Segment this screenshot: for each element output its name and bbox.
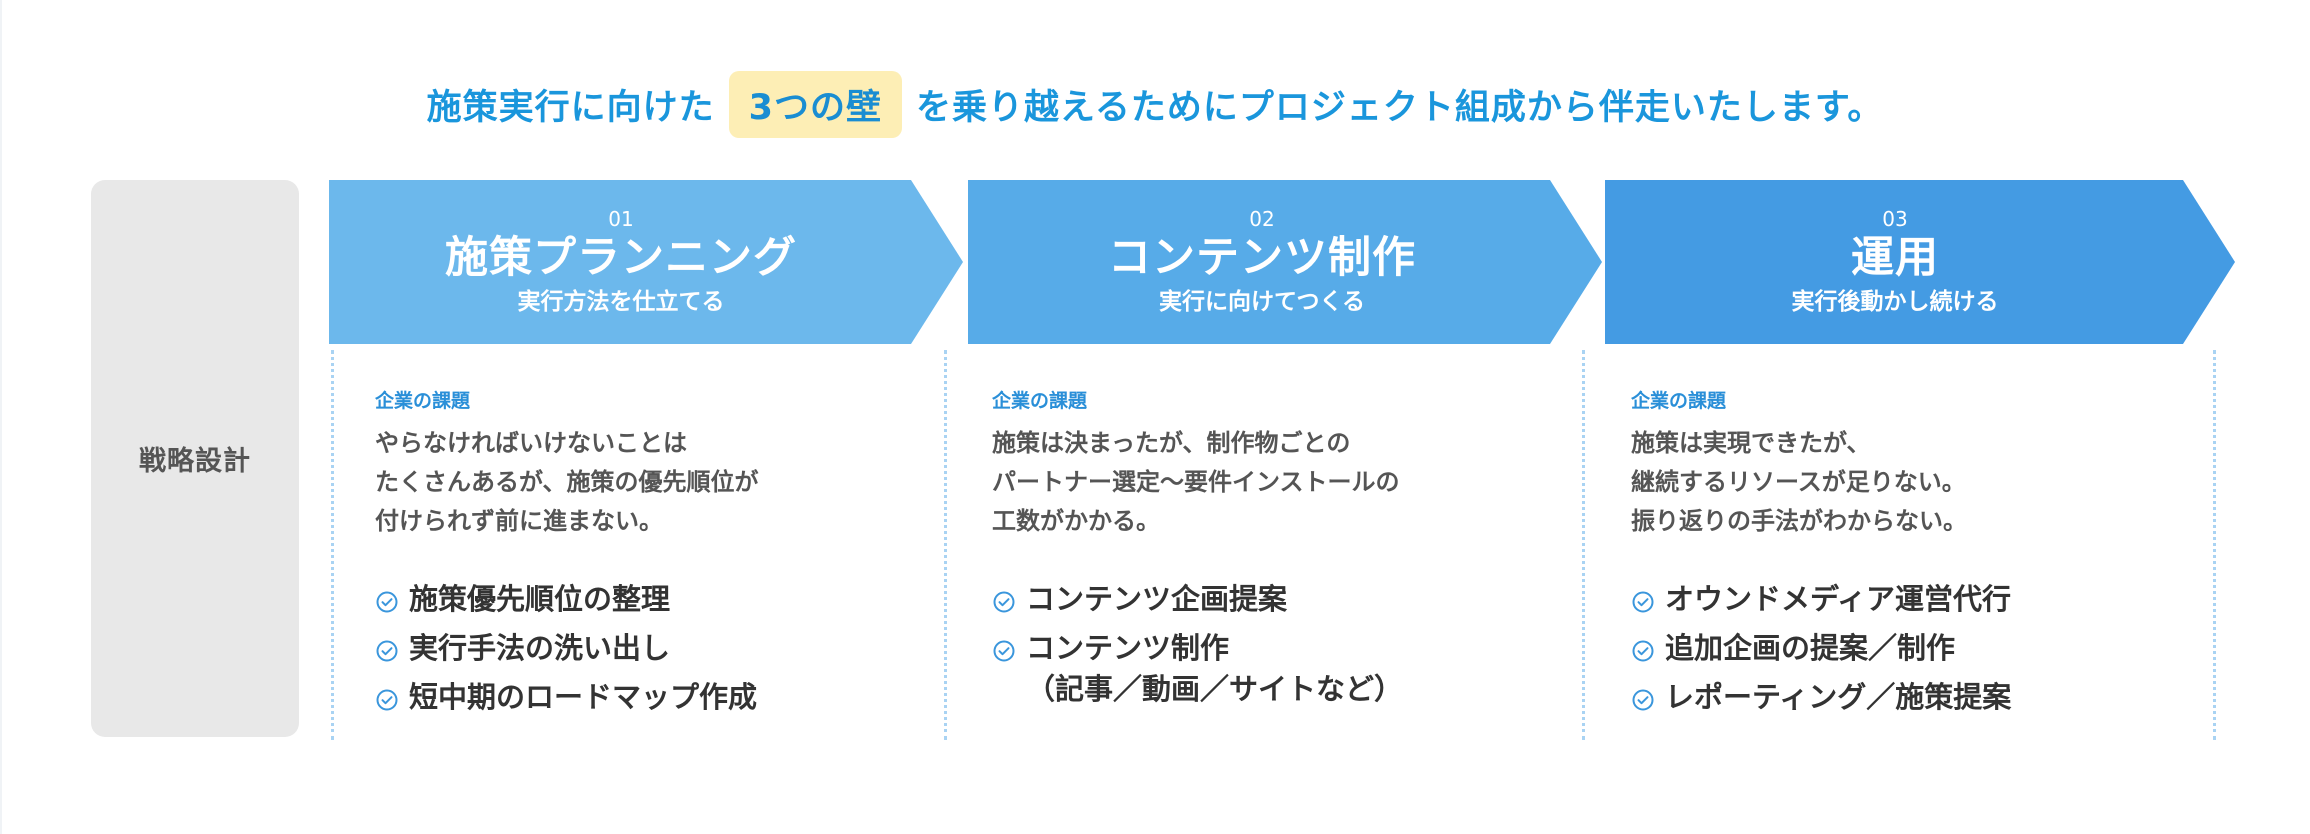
service-item-text: 施策優先順位の整理: [409, 579, 670, 620]
service-item-text: コンテンツ制作 （記事／動画／サイトなど）: [1026, 628, 1403, 710]
service-item: 短中期のロードマップ作成: [375, 677, 935, 718]
step-title: コンテンツ制作: [1108, 233, 1416, 283]
side-label: 戦略設計: [91, 180, 299, 737]
check-circle-icon: [993, 640, 1015, 662]
service-item-text: オウンドメディア運営代行: [1665, 579, 2011, 620]
step-2-chevron: 02 コンテンツ制作 実行に向けてつくる: [968, 180, 1602, 344]
dotted-divider: [331, 350, 334, 740]
check-circle-icon: [1632, 640, 1654, 662]
step-3-chevron: 03 運用 実行後動かし続ける: [1605, 180, 2235, 344]
service-item: 施策優先順位の整理: [375, 579, 935, 620]
service-item: 追加企画の提案／制作: [1631, 628, 2191, 669]
service-item: 実行手法の洗い出し: [375, 628, 935, 669]
headline: 施策実行に向けた 3つの壁 を乗り越えるためにプロジェクト組成から伴走いたします…: [0, 66, 2310, 142]
check-circle-icon: [376, 689, 398, 711]
check-circle-icon: [1632, 591, 1654, 613]
issue-label: 企業の課題: [1631, 390, 1727, 412]
service-item: レポーティング／施策提案: [1631, 677, 2191, 718]
issue-label: 企業の課題: [375, 390, 471, 412]
service-item-line: 短中期のロードマップ作成: [409, 680, 758, 714]
step-2-details: 企業の課題 施策は決まったが、制作物ごとの パートナー選定〜要件インストールの …: [992, 388, 1552, 718]
service-item-text: 実行手法の洗い出し: [409, 628, 670, 669]
service-list: 施策優先順位の整理 実行手法の洗い出し 短中期のロードマップ作成: [375, 579, 935, 718]
issue-line: 施策は決まったが、制作物ごとの: [992, 429, 1351, 457]
service-item-line: 追加企画の提案／制作: [1665, 631, 1956, 665]
step-number: 02: [1249, 207, 1275, 231]
step-1-chevron: 01 施策プランニング 実行方法を仕立てる: [329, 180, 963, 344]
dotted-divider: [1582, 350, 1585, 740]
check-circle-icon: [376, 591, 398, 613]
issue-line: 付けられず前に進まない。: [375, 507, 663, 535]
service-list: オウンドメディア運営代行 追加企画の提案／制作 レポーティング／施策提案: [1631, 579, 2191, 718]
issue-line: パートナー選定〜要件インストールの: [992, 468, 1400, 496]
service-item-text: コンテンツ企画提案: [1026, 579, 1287, 620]
service-item-line: 施策優先順位の整理: [409, 582, 671, 616]
issue-line: 継続するリソースが足りない。: [1631, 468, 1966, 496]
step-title: 運用: [1851, 233, 1939, 283]
service-item: コンテンツ企画提案: [992, 579, 1552, 620]
step-number: 03: [1882, 207, 1908, 231]
service-item-text: レポーティング／施策提案: [1665, 677, 2011, 718]
service-item-line: （記事／動画／サイトなど）: [1026, 672, 1404, 706]
step-subtitle: 実行に向けてつくる: [1158, 289, 1366, 315]
page-edge: [0, 0, 2, 834]
step-1-details: 企業の課題 やらなければいけないことは たくさんあるが、施策の優先順位が 付けら…: [375, 388, 935, 726]
issue-label: 企業の課題: [992, 390, 1088, 412]
step-number: 01: [608, 207, 634, 231]
issue-line: 施策は実現できたが、: [1631, 429, 1871, 457]
service-item-line: コンテンツ企画提案: [1026, 582, 1288, 616]
check-circle-icon: [1632, 689, 1654, 711]
service-item-line: レポーティング／施策提案: [1665, 680, 2012, 714]
service-item: オウンドメディア運営代行: [1631, 579, 2191, 620]
issue-text: 施策は決まったが、制作物ごとの パートナー選定〜要件インストールの 工数がかかる…: [992, 424, 1552, 541]
service-item-text: 短中期のロードマップ作成: [409, 677, 757, 718]
service-item-line: 実行手法の洗い出し: [409, 631, 671, 665]
service-item: コンテンツ制作 （記事／動画／サイトなど）: [992, 628, 1552, 710]
issue-line: たくさんあるが、施策の優先順位が: [375, 468, 759, 496]
check-circle-icon: [376, 640, 398, 662]
step-subtitle: 実行方法を仕立てる: [517, 289, 725, 315]
headline-highlight: 3つの壁: [728, 70, 902, 138]
dotted-divider: [944, 350, 947, 740]
step-3-details: 企業の課題 施策は実現できたが、 継続するリソースが足りない。 振り返りの手法が…: [1631, 388, 2191, 726]
service-item-text: 追加企画の提案／制作: [1665, 628, 1955, 669]
service-item-line: コンテンツ制作: [1026, 631, 1230, 665]
issue-text: やらなければいけないことは たくさんあるが、施策の優先順位が 付けられず前に進ま…: [375, 424, 935, 541]
issue-line: 振り返りの手法がわからない。: [1631, 507, 1967, 535]
issue-line: 工数がかかる。: [992, 507, 1160, 535]
service-list: コンテンツ企画提案 コンテンツ制作 （記事／動画／サイトなど）: [992, 579, 1552, 710]
headline-before: 施策実行に向けた: [426, 87, 715, 128]
issue-line: やらなければいけないことは: [375, 429, 687, 457]
dotted-divider: [2213, 350, 2216, 740]
check-circle-icon: [993, 591, 1015, 613]
step-subtitle: 実行後動かし続ける: [1791, 289, 1999, 315]
issue-text: 施策は実現できたが、 継続するリソースが足りない。 振り返りの手法がわからない。: [1631, 424, 2191, 541]
step-title: 施策プランニング: [445, 233, 797, 283]
headline-after: を乗り越えるためにプロジェクト組成から伴走いたします。: [915, 87, 1884, 128]
service-item-line: オウンドメディア運営代行: [1665, 582, 2011, 616]
